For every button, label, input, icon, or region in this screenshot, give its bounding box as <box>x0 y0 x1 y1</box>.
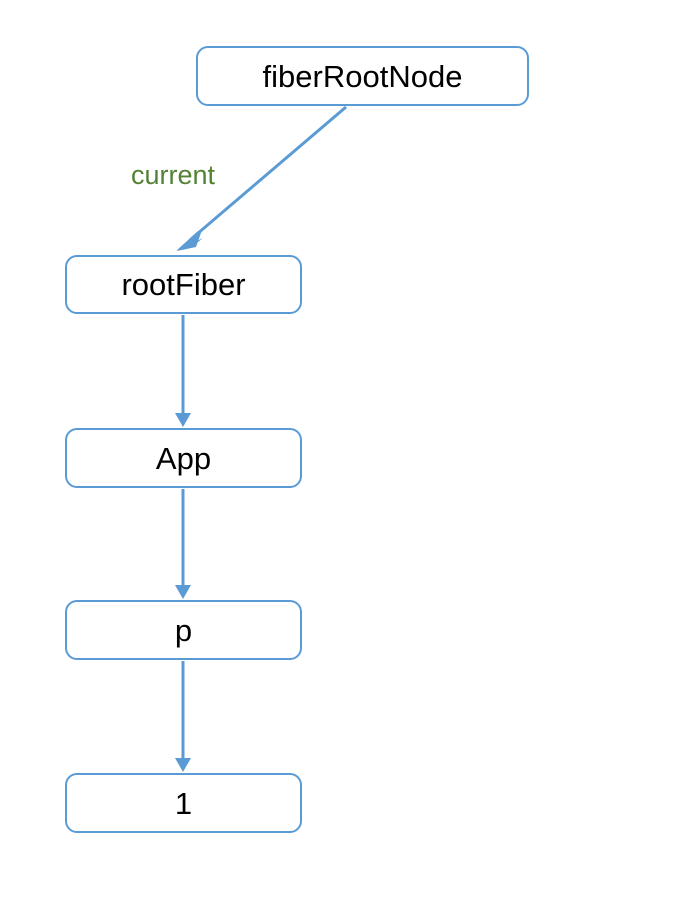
edge-app-p-arrowhead <box>175 585 191 599</box>
edge-p-one-arrowhead <box>175 758 191 772</box>
edge-rootfiber-app-arrowhead <box>175 413 191 427</box>
edge-label-current: current <box>131 160 216 190</box>
node-app-label: App <box>155 440 212 476</box>
node-p[interactable]: p <box>65 600 302 660</box>
edge-current-arrowhead-fill <box>177 230 202 251</box>
node-fiber-root-node[interactable]: fiberRootNode <box>196 46 529 106</box>
node-root-fiber-label: rootFiber <box>121 267 246 302</box>
node-p-label: p <box>174 612 193 648</box>
node-one-label: 1 <box>174 785 193 821</box>
edge-app-p <box>175 489 191 599</box>
edge-current-line <box>189 105 347 242</box>
node-app[interactable]: App <box>65 428 302 488</box>
node-root-fiber[interactable]: rootFiber <box>65 255 302 314</box>
edge-p-one <box>175 661 191 772</box>
node-fiber-root-node-label: fiberRootNode <box>262 58 463 94</box>
edge-rootfiber-app <box>175 315 191 427</box>
node-one[interactable]: 1 <box>65 773 302 833</box>
edge-current <box>176 105 347 251</box>
